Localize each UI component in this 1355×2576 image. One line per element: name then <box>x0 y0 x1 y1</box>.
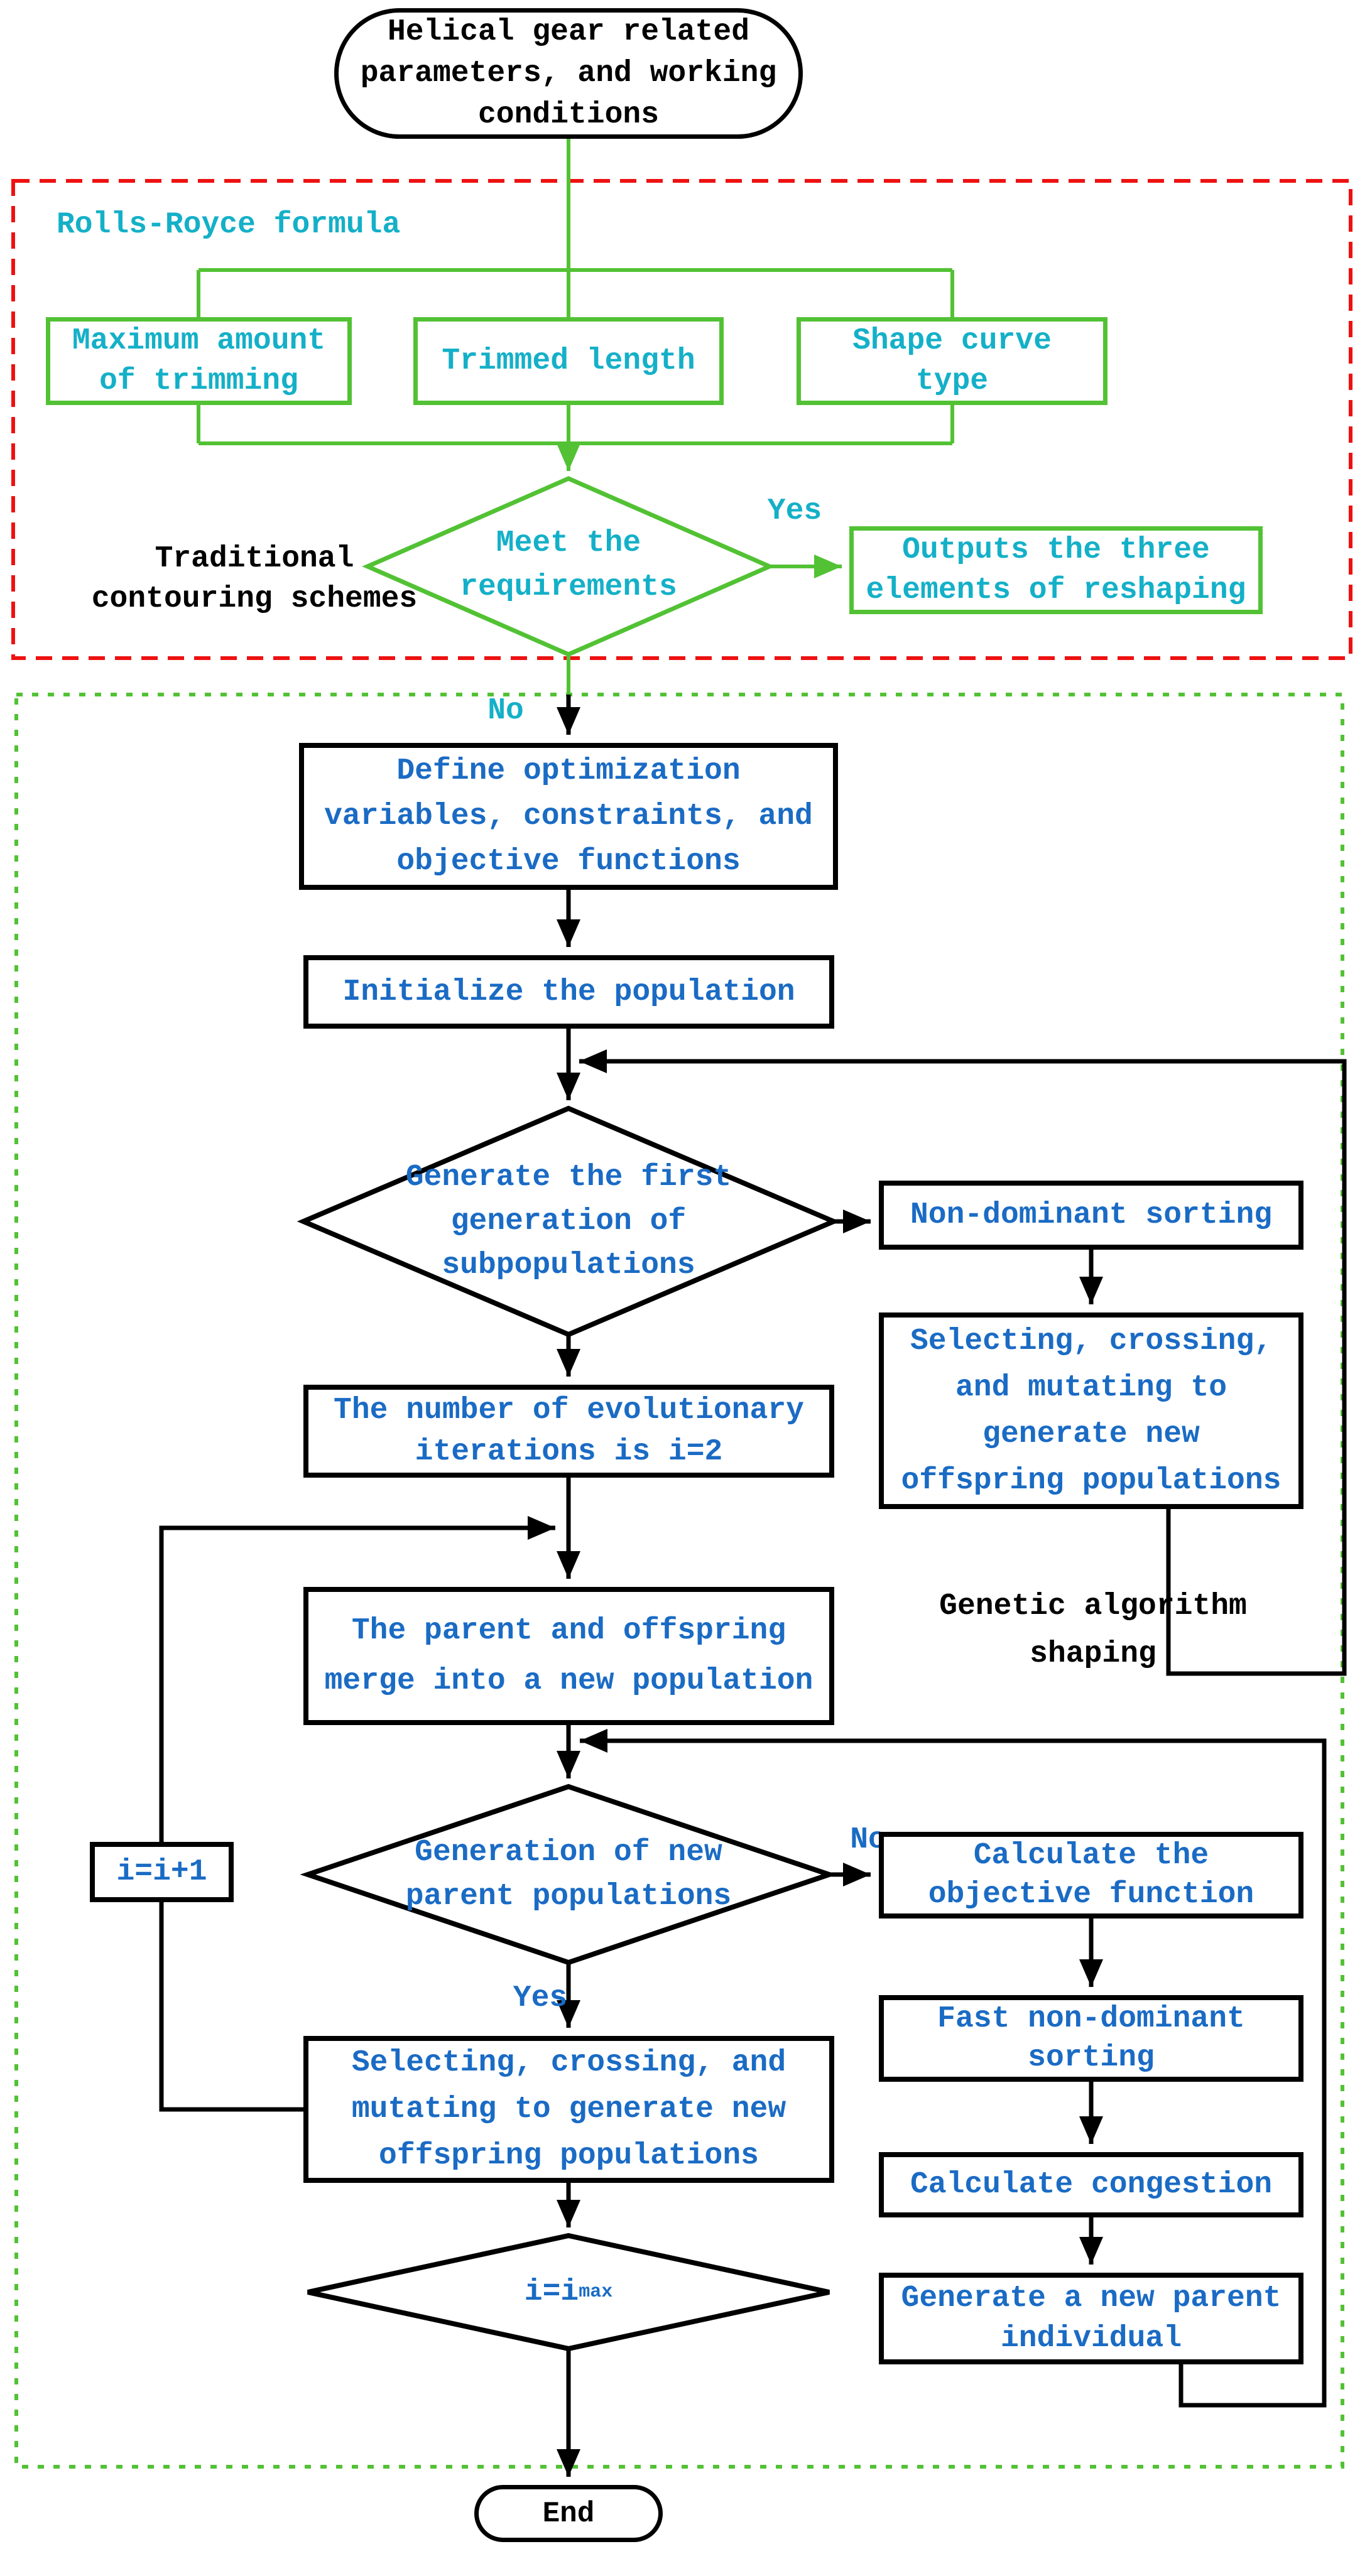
yes-label-top: Yes <box>767 494 822 528</box>
outputs-reshaping-box: Outputs the three elements of reshaping <box>849 526 1263 614</box>
calculate-objective-box: Calculate the objective function <box>879 1832 1303 1918</box>
define-optimization-box: Define optimization variables, constrain… <box>299 743 838 890</box>
rolls-royce-section-title: Rolls-Royce formula <box>57 208 401 242</box>
meet-requirements-diamond-shape <box>362 476 775 657</box>
genetic-algorithm-section-border <box>14 693 1344 2469</box>
imax-label-main: i=i <box>524 2275 579 2309</box>
generation-new-parent-diamond-label: Generation of new parent populations <box>405 1836 732 1913</box>
shape-curve-box: Shape curve type <box>797 317 1107 405</box>
max-trimming-box: Maximum amount of trimming <box>46 317 352 405</box>
end-terminator: End <box>474 2485 663 2542</box>
no-label-top: No <box>487 694 524 728</box>
generate-new-parent-box: Generate a new parent individual <box>879 2273 1303 2364</box>
imax-diamond-shape <box>307 2232 830 2352</box>
initialize-population-box: Initialize the population <box>303 955 834 1029</box>
selecting-crossing-left-box: Selecting, crossing, and mutating to gen… <box>303 2036 834 2183</box>
traditional-schemes-caption: Traditional contouring schemes <box>91 542 418 616</box>
imax-label-sub: max <box>579 2281 613 2303</box>
yes-label-loop: Yes <box>513 1981 568 2015</box>
generation-new-parent-diamond-shape <box>300 1783 837 1966</box>
meet-requirements-diamond-label: Meet the requirements <box>460 526 677 604</box>
evolutionary-iterations-box: The number of evolutionary iterations is… <box>303 1385 834 1478</box>
calculate-congestion-box: Calculate congestion <box>879 2152 1303 2217</box>
start-terminator: Helical gear related parameters, and wor… <box>334 8 803 139</box>
non-dominant-sorting-box: Non-dominant sorting <box>879 1181 1303 1250</box>
generate-first-generation-diamond-shape <box>297 1105 841 1338</box>
rolls-royce-section-border <box>11 179 1352 660</box>
genetic-algorithm-caption: Genetic algorithm shaping <box>939 1589 1247 1671</box>
generate-first-generation-diamond-label: Generate the first generation of subpopu… <box>405 1161 732 1282</box>
increment-i-box: i=i+1 <box>90 1842 234 1902</box>
selecting-crossing-right-box: Selecting, crossing, and mutating to gen… <box>879 1312 1303 1509</box>
parent-offspring-merge-box: The parent and offspring merge into a ne… <box>303 1587 834 1725</box>
trimmed-length-box: Trimmed length <box>413 317 724 405</box>
fast-non-dominant-box: Fast non-dominant sorting <box>879 1995 1303 2082</box>
